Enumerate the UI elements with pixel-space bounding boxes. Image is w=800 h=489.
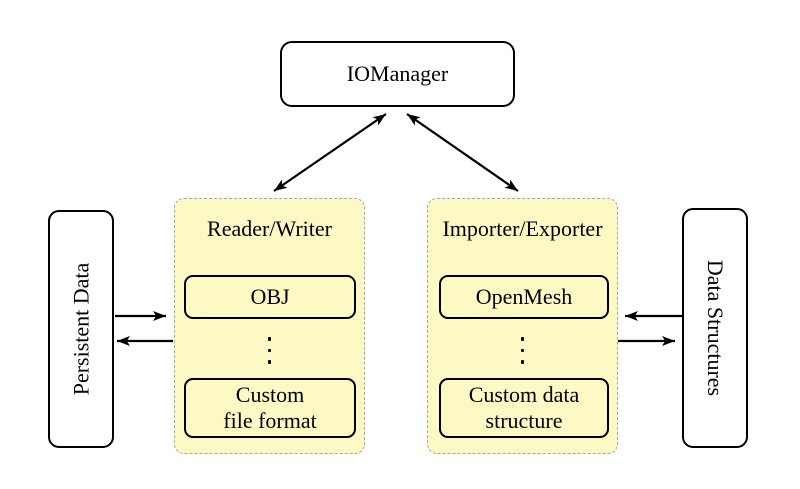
node-persistent-data: Persistent Data [48,210,114,448]
custom-data-structure-line2: structure [485,408,563,433]
importer-exporter-title: Importer/Exporter [442,216,603,241]
persistent-data-label: Persistent Data [68,262,93,396]
custom-file-format-line2: file format [223,408,317,433]
iomanager-label: IOManager [346,61,449,86]
container-reader-writer: Reader/Writer OBJ Custom file format [174,198,365,454]
node-custom-file-format: Custom file format [184,378,356,438]
custom-file-format-line1: Custom [235,382,305,407]
obj-label: OBJ [250,284,290,309]
arrow-iomanager-importer-exporter [406,113,519,192]
node-iomanager: IOManager [280,41,515,107]
arrow-iomanager-reader-writer [273,113,387,192]
data-structures-label: Data Structures [703,259,729,397]
openmesh-label: OpenMesh [475,284,573,309]
node-data-structures: Data Structures [682,208,748,448]
custom-data-structure-line1: Custom data [468,382,580,407]
vertical-ellipsis-icon [428,337,617,364]
reader-writer-title: Reader/Writer [207,216,332,241]
node-openmesh: OpenMesh [439,275,609,319]
node-obj: OBJ [184,275,356,319]
vertical-ellipsis-icon [175,337,364,364]
node-custom-data-structure: Custom data structure [439,378,609,438]
container-importer-exporter: Importer/Exporter OpenMesh Custom data s… [427,198,618,454]
